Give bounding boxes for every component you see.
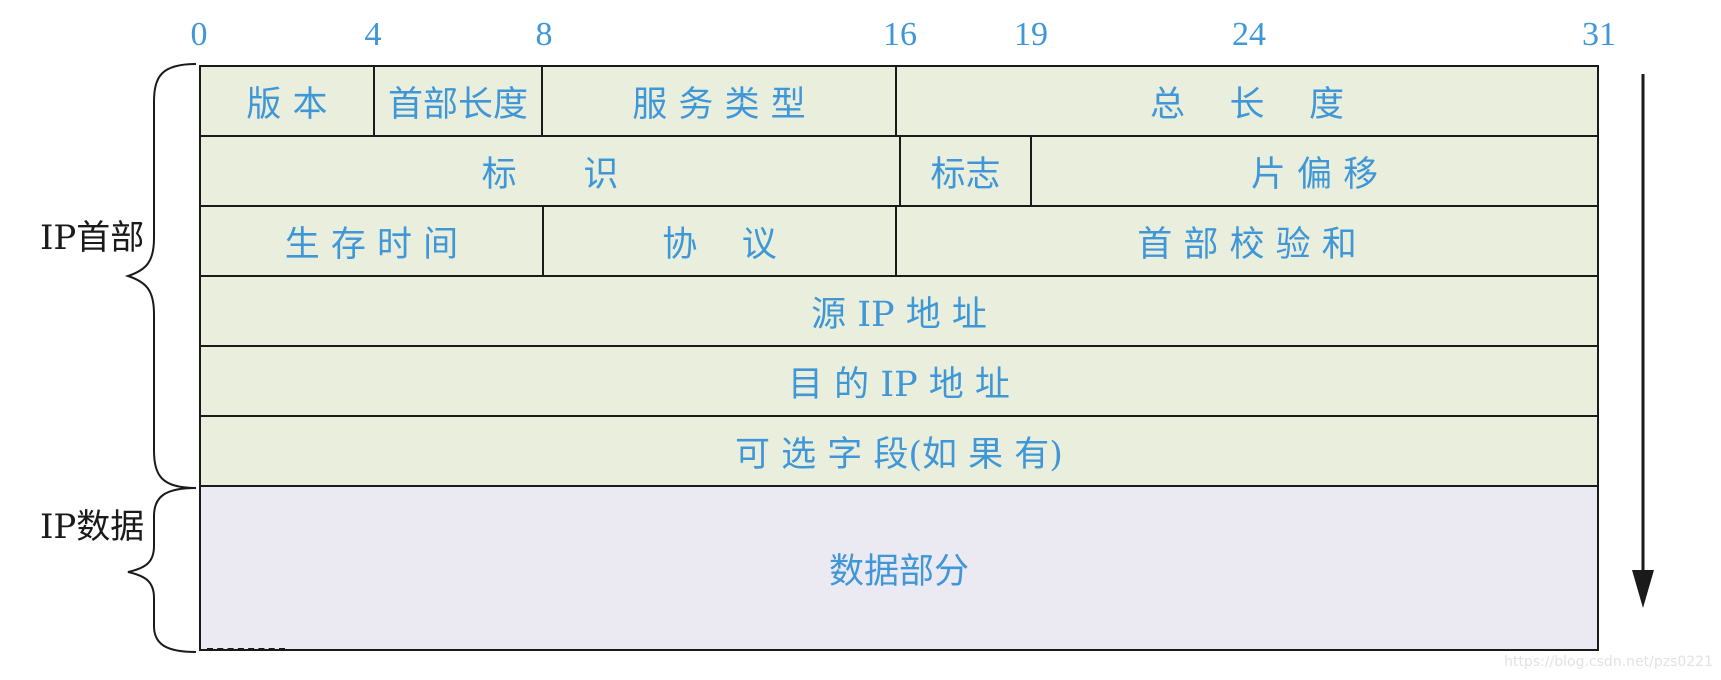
continuation-dashes [207, 648, 285, 650]
watermark: https://blog.csdn.net/pzs0221 [1504, 654, 1713, 670]
data-section-label: 数据部分 [828, 551, 969, 592]
header-row: 可 选 字 段(如 果 有) [201, 417, 1597, 487]
down-arrow-icon [1632, 74, 1654, 608]
bit-label: 0 [190, 16, 208, 53]
header-row: 生 存 时 间协 议 首 部 校 验 和 [201, 207, 1597, 277]
bit-label: 16 [883, 16, 917, 53]
header-field: 片 偏 移 [1250, 154, 1379, 195]
ip-header-label: IP首部 [40, 218, 145, 258]
header-row: 目 的 IP 地 址 [201, 347, 1597, 417]
header-field: 协 议 [544, 207, 897, 275]
header-row: 源 IP 地 址 [201, 277, 1597, 347]
ip-packet-diagram: 版 本首部长度服 务 类 型 总 长 度标 识标志 片 偏 移生 存 时 间协 议 首… [199, 65, 1599, 651]
header-field: 服 务 类 型 [543, 67, 897, 135]
header-brace-icon [124, 63, 197, 489]
header-field: 标志 [901, 137, 1032, 205]
header-field: 首部长度 [375, 67, 543, 135]
header-field: 目 的 IP 地 址 [788, 364, 1010, 405]
data-section: 数据部分 [201, 487, 1597, 649]
header-field: 源 IP 地 址 [811, 294, 987, 335]
header-row: 标 识标志 片 偏 移 [201, 137, 1597, 207]
header-field: 版 本 [201, 67, 375, 135]
header-row: 版 本首部长度服 务 类 型 总 长 度 [201, 67, 1597, 137]
bit-label: 19 [1014, 16, 1048, 53]
header-field: 可 选 字 段(如 果 有) [735, 434, 1063, 475]
bit-label: 4 [364, 16, 382, 53]
bit-label: 31 [1582, 16, 1616, 53]
bit-label: 24 [1232, 16, 1266, 53]
header-field: 总 长 度 [1149, 84, 1344, 125]
bit-label: 8 [535, 16, 553, 53]
header-field: 生 存 时 间 [201, 207, 544, 275]
data-brace-icon [127, 487, 197, 653]
ip-data-label: IP数据 [40, 507, 145, 547]
header-field: 标 识 [201, 137, 901, 205]
header-field: 首 部 校 验 和 [1137, 224, 1357, 265]
